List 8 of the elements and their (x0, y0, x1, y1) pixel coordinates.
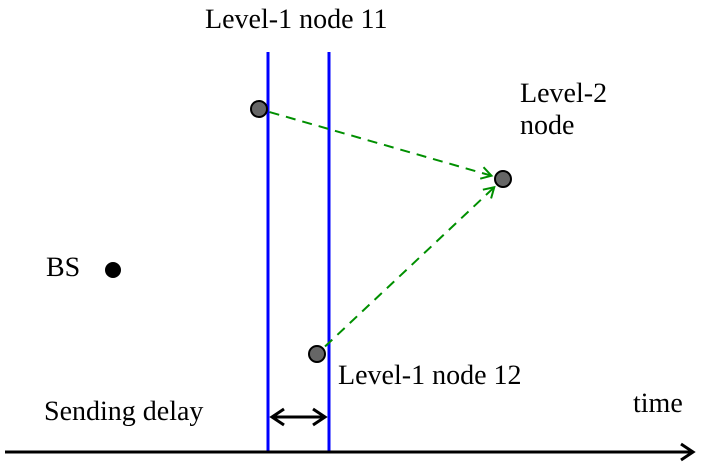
node-label: Level-1 node 12 (338, 360, 522, 392)
node-label: BS (46, 252, 82, 284)
arrow (324, 186, 496, 348)
text-label: Sending delay (44, 396, 204, 428)
arrow (269, 111, 492, 180)
text-label: time (633, 388, 683, 420)
node-label: Level-2 node (520, 78, 608, 142)
text-label: Level-1 node 11 (205, 4, 388, 36)
